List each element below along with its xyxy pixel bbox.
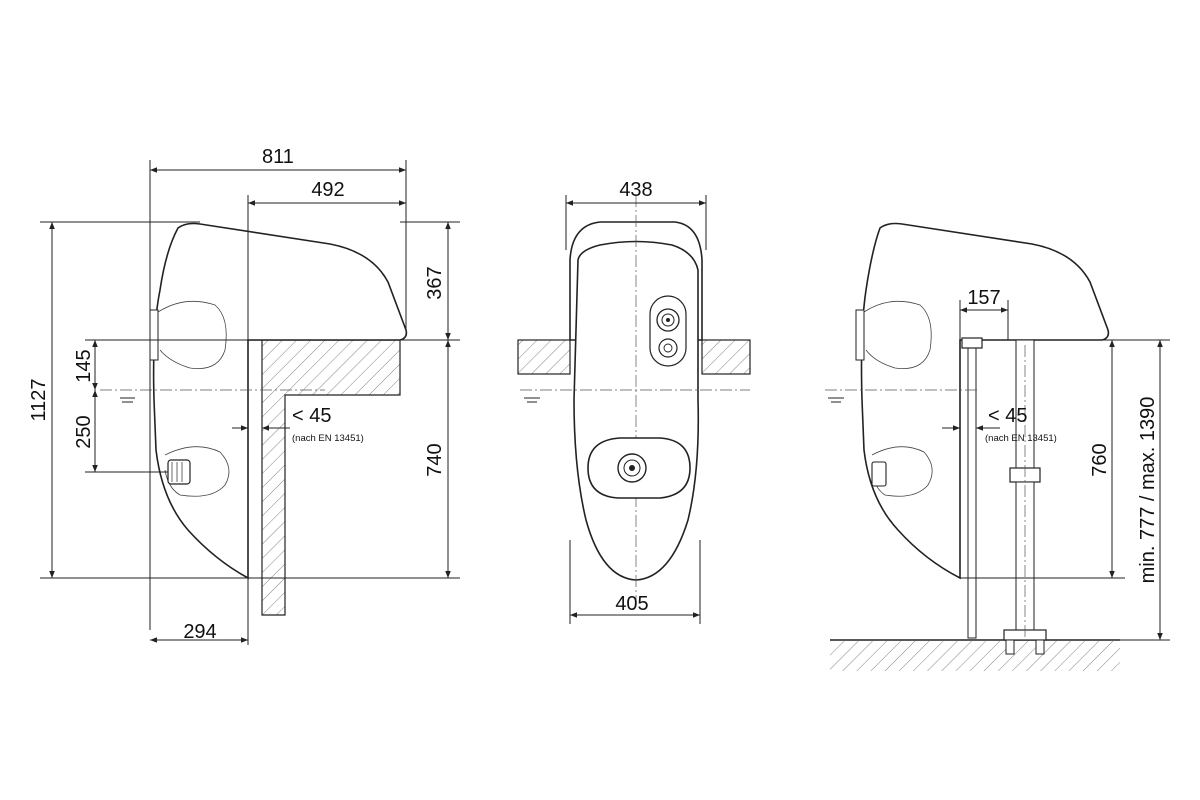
right-gap-note: (nach EN 13451) [985,433,1057,444]
dim-405: 405 [615,593,648,615]
housing-outline [152,222,408,580]
dim-367: 367 [424,266,446,299]
post-mount-view: 157 < 45 (nach EN 13451) 760 min. 777 / … [825,222,1170,671]
nozzle-bottom [658,338,678,358]
floor-hatch [830,641,1120,671]
front-view: 438 405 [517,179,751,624]
side-view: 811 492 1127 145 250 367 740 294 < 45 ( [28,146,460,645]
wall-section [248,339,401,616]
upper-bracket [149,309,159,361]
dim-1127: 1127 [28,378,50,421]
dim-740: 740 [424,443,446,476]
gap-note: (nach EN 13451) [292,433,364,444]
wall-band-right [701,339,751,375]
dim-145: 145 [73,349,95,382]
dim-811: 811 [262,146,294,168]
right-upper-bracket [855,309,865,361]
right-lower-nozzle [871,461,887,487]
dim-250: 250 [73,415,95,448]
post-cap [961,337,983,349]
wall-band-left [517,339,571,375]
post-thin [967,339,977,639]
dim-760: 760 [1089,443,1111,476]
dim-438: 438 [619,179,652,201]
dim-492: 492 [311,179,344,201]
right-housing [860,222,1110,580]
right-gap-label: < 45 [988,405,1027,427]
dim-294: 294 [183,621,216,643]
upper-recess [157,300,227,369]
gap-label: < 45 [292,405,331,427]
dim-adjust-range: min. 777 / max. 1390 [1137,397,1159,584]
lower-recess [164,446,230,497]
dim-157: 157 [967,287,1000,309]
lower-nozzle [167,459,191,485]
